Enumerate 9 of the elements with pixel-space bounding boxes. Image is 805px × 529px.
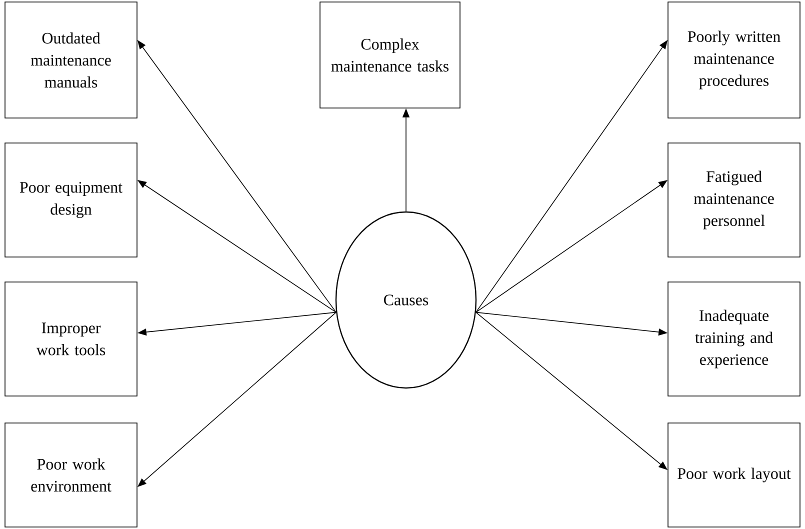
cause-box: Fatigued maintenance personnel	[668, 142, 800, 258]
cause-box: Outdated maintenance manuals	[4, 2, 138, 118]
cause-box: Inadequate training and experience	[668, 282, 800, 396]
cause-box: Poor work environment	[4, 422, 138, 528]
cause-box: Improper work tools	[4, 282, 138, 396]
cause-box: Poor work layout	[668, 422, 800, 528]
cause-box: Complex maintenance tasks	[320, 2, 460, 108]
cause-box: Poorly written maintenance procedures	[668, 2, 800, 118]
cause-box: Poor equipment design	[4, 142, 138, 258]
